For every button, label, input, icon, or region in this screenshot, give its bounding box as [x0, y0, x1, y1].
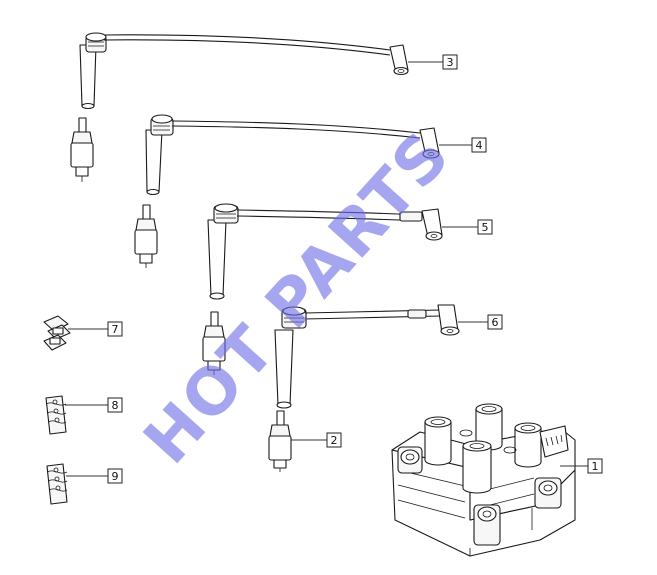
svg-text:1: 1 — [592, 460, 599, 473]
spark-plug-5 — [202, 311, 226, 375]
callout-4: 4 — [439, 137, 487, 153]
watermark-text: HOT PARTS — [130, 118, 465, 479]
callout-2: 2 — [291, 432, 342, 448]
svg-text:3: 3 — [447, 56, 454, 69]
lead-clip-7 — [43, 315, 71, 351]
svg-text:4: 4 — [476, 139, 483, 152]
callout-1: 1 — [560, 458, 603, 474]
svg-text:7: 7 — [112, 323, 119, 336]
ignition-lead-4 — [145, 114, 440, 196]
svg-text:5: 5 — [482, 221, 489, 234]
svg-text:6: 6 — [492, 316, 499, 329]
ignition-lead-3 — [79, 32, 409, 110]
ignition-lead-6 — [274, 304, 460, 409]
spark-plug-4 — [134, 204, 158, 268]
callout-6: 6 — [458, 314, 503, 330]
svg-text:8: 8 — [112, 399, 119, 412]
callout-9: 9 — [66, 468, 123, 484]
svg-text:2: 2 — [331, 434, 338, 447]
spark-plug-2 — [268, 410, 292, 472]
lead-clip-9 — [46, 463, 68, 505]
callout-3: 3 — [408, 54, 458, 70]
spark-plug-3 — [70, 117, 94, 182]
callout-8: 8 — [65, 397, 123, 413]
callout-5: 5 — [442, 219, 493, 235]
lead-clip-8 — [45, 395, 67, 435]
callout-7: 7 — [68, 321, 123, 337]
svg-text:9: 9 — [112, 470, 119, 483]
ignition-lead-5 — [207, 203, 443, 300]
ignition-coil-1 — [391, 403, 576, 557]
